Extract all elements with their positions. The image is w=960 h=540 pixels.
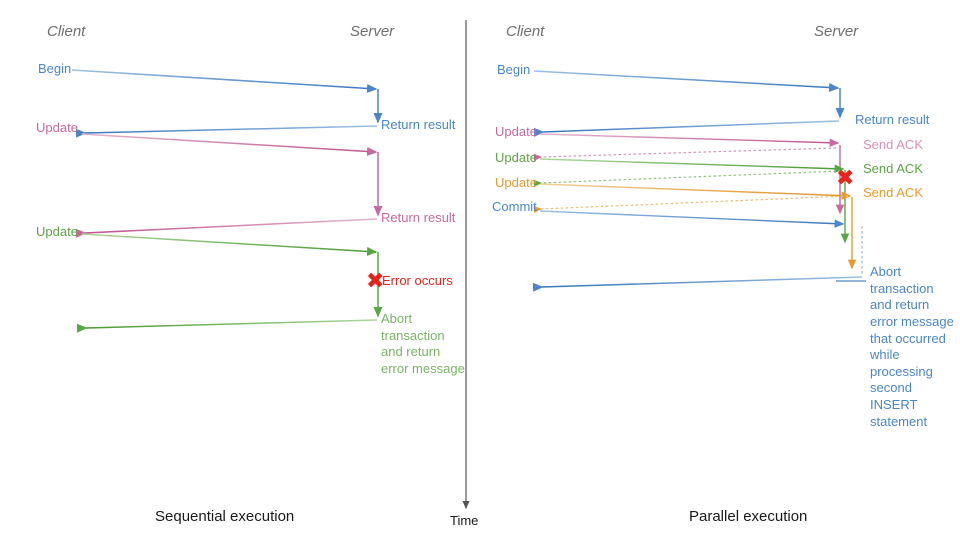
caption-sequential-execution: Sequential execution [155,508,295,525]
actor-server-sequential: Server [350,23,395,40]
message-label-abort-return-sequential: Abort transaction and return error messa… [381,311,465,376]
actor-client-sequential: Client [47,23,86,40]
message-label-commit-parallel: Commit [492,199,537,214]
error-x-icon-sequential: ✖ [366,268,385,293]
message-label-begin-sequential: Begin [38,61,72,76]
sequential-panel-arrows [71,69,383,333]
error-label-sequential: Error occurs [382,273,453,288]
message-label-return-result-1-sequential: Return result [381,117,456,132]
message-label-send-ack-1-parallel: Send ACK [863,137,923,152]
message-label-send-ack-2-parallel: Send ACK [863,161,923,176]
message-label-return-result-2-sequential: Return result [381,210,456,225]
message-label-return-result-parallel: Return result [855,112,930,127]
actor-client-parallel: Client [506,23,545,40]
arrow-return-2 [75,218,378,238]
arrow-ack-2 [533,170,842,187]
arrow-ack-1 [533,147,837,161]
message-label-update-1-parallel: Update [495,124,537,139]
actor-server-parallel: Server [814,23,859,40]
arrow-update-2 [81,233,378,256]
message-label-update-3-parallel: Update [495,175,537,190]
arrow-return-1 [75,125,378,138]
message-label-update-2-parallel: Update [495,150,537,165]
message-label-begin-parallel: Begin [497,62,531,77]
time-axis-label: Time [450,513,479,528]
message-label-update-2-sequential: Update [36,224,78,239]
error-x-icon-parallel: ✖ [836,165,855,190]
message-label-update-1-sequential: Update [36,120,78,135]
arrow-update-1 [81,133,378,156]
arrow-update-2 [539,158,845,173]
parallel-panel-arrows [532,70,866,292]
message-label-abort-return-parallel: Abort transaction and return error messa… [870,264,954,429]
arrow-ack-3 [533,195,849,213]
arrow-begin [71,69,378,93]
caption-parallel-execution: Parallel execution [689,508,808,525]
arrow-update-3 [539,183,852,200]
message-label-send-ack-3-parallel: Send ACK [863,185,923,200]
arrow-abort-return [76,319,378,333]
arrow-begin [533,70,840,92]
arrow-update-1 [539,133,840,147]
arrow-commit [539,210,845,228]
arrow-abort-return [532,276,863,292]
arrow-return-1 [533,120,840,137]
